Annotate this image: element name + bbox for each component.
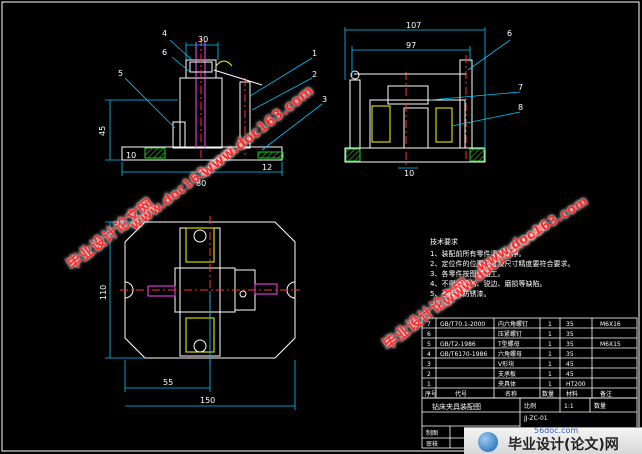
callout-front-4: 4 (162, 29, 167, 38)
bom-name: 内六角螺钉 (498, 320, 528, 328)
designer-label: 制图 (426, 429, 438, 437)
bom-header-note: 备注 (600, 390, 612, 398)
front-view (121, 38, 284, 161)
dim-side-bottom: 10 (404, 169, 414, 178)
tech-note-4: 4、不得有毛刺、锐边、磨损等缺陷。 (430, 279, 546, 288)
bom-mat: 35 (566, 341, 574, 348)
bom-header-std: 代号 (455, 390, 467, 398)
side-hatch-right (469, 148, 485, 162)
bom-name: 压紧螺钉 (498, 330, 522, 338)
base-hatch-right (257, 151, 284, 159)
bom-qty: 1 (548, 381, 552, 388)
callout-side-6: 6 (507, 29, 512, 38)
dim-front-width: 80 (196, 179, 206, 188)
side-view-dims (344, 27, 521, 169)
bom-header-no: 序号 (425, 390, 437, 398)
bom-mat: 45 (566, 371, 574, 378)
tech-note-1: 1、装配前所有零件清洗干净。 (430, 249, 525, 258)
bom-mat: HT200 (566, 381, 586, 388)
bom-no: 7 (427, 321, 431, 328)
callout-side-7: 7 (518, 83, 523, 92)
front-view-dims (105, 39, 323, 176)
logo-url: 56doc.com (534, 426, 579, 435)
bom-name: V形块 (498, 360, 514, 368)
bom-qty: 1 (548, 321, 552, 328)
base-hatch-left (144, 147, 166, 159)
top-view-dims (105, 221, 296, 410)
bom-name: 六角螺母 (498, 350, 522, 358)
tech-notes-title: 技术要求 (430, 237, 458, 246)
sheet-label: 数量 (594, 402, 606, 410)
dim-top-half-width: 55 (163, 378, 173, 387)
bom-no: 1 (427, 381, 431, 388)
bom-header-name: 名称 (505, 390, 517, 398)
bom-qty: 1 (548, 341, 552, 348)
callout-front-3: 3 (322, 95, 327, 104)
dim-top-width: 150 (200, 396, 215, 405)
bom-note: M6X16 (600, 321, 621, 328)
tech-note-3: 3、各零件按图样加工。 (430, 269, 504, 278)
dim-front-top: 30 (198, 35, 208, 44)
checker-label: 审核 (426, 440, 438, 448)
bom-mat: 45 (566, 361, 574, 368)
bom-note: M6X15 (600, 341, 621, 348)
tech-note-2: 2、定位件的位置尺寸及尺寸精度要符合要求。 (430, 259, 574, 268)
bom-mat: 35 (566, 351, 574, 358)
side-view (344, 55, 486, 168)
drawing-code: JJ-ZC-01 (523, 415, 548, 422)
bom-qty: 1 (548, 361, 552, 368)
bom-no: 2 (427, 371, 431, 378)
scale-label: 比例 (524, 402, 536, 410)
globe-icon (478, 432, 498, 452)
bom-std: GB/T70.1-2000 (440, 321, 485, 328)
dim-side-inner: 97 (406, 41, 416, 50)
callout-front-6: 6 (162, 48, 167, 57)
bom-std: GB/T6170-1986 (440, 351, 487, 358)
bom-header-qty: 数量 (542, 390, 554, 398)
site-logo: 56doc.com 毕业设计(论文)网 (464, 426, 642, 454)
dim-front-d2: 12 (262, 163, 272, 172)
bom-mat: 35 (566, 321, 574, 328)
tech-note-5: 5、表面涂防锈漆。 (430, 289, 490, 298)
bom-qty: 1 (548, 351, 552, 358)
dim-top-height: 110 (99, 285, 108, 300)
bom-name: T型螺母 (497, 340, 520, 348)
callout-front-5: 5 (118, 69, 123, 78)
drawing-name: 钻床夹具装配图 (432, 402, 481, 411)
bom-qty: 1 (548, 371, 552, 378)
bom-qty: 1 (548, 331, 552, 338)
bom-no: 5 (427, 341, 431, 348)
bom-table (421, 317, 638, 399)
callout-side-8: 8 (518, 103, 523, 112)
bom-no: 4 (427, 351, 431, 358)
bom-name: 支承板 (498, 370, 516, 378)
bom-mat: 35 (566, 331, 574, 338)
bom-std: GB/T2-1986 (440, 341, 476, 348)
dim-front-d1: 10 (126, 151, 136, 160)
bom-header-mat: 材料 (566, 390, 578, 398)
dim-front-height: 45 (98, 126, 107, 136)
bom-no: 3 (427, 361, 431, 368)
scale-value: 1:1 (564, 403, 574, 410)
callout-front-1: 1 (312, 49, 317, 58)
bom-no: 6 (427, 331, 431, 338)
callout-front-2: 2 (312, 70, 317, 79)
logo-name: 毕业设计(论文)网 (508, 437, 619, 453)
side-hatch-left (345, 148, 361, 162)
bom-name: 夹具体 (498, 380, 516, 388)
dim-side-overall: 107 (406, 21, 421, 30)
